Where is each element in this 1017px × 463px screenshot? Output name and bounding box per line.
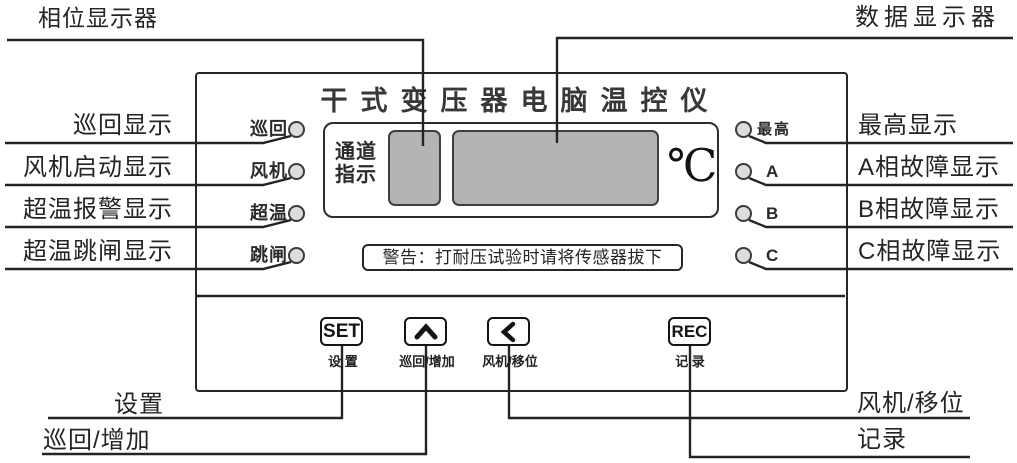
phase-display-lcd	[388, 130, 441, 206]
fan-shift-button[interactable]	[487, 317, 530, 346]
channel-indicator-label: 通道指示	[335, 141, 377, 186]
callout-overtemp-trip-display: 超温跳闸显示	[23, 238, 173, 265]
callout-max-display: 最高显示	[858, 112, 958, 139]
chevron-left-icon	[500, 321, 515, 342]
callout-set: 设置	[114, 391, 164, 418]
led-label-phase-b: B	[766, 204, 781, 223]
led-label-phase-c: C	[766, 246, 781, 265]
phase-c-led	[735, 247, 752, 264]
callout-cycle-increase: 巡回/增加	[43, 427, 151, 454]
led-label-phase-a: A	[766, 162, 781, 181]
cycle-increase-button[interactable]	[404, 317, 447, 346]
trip-led	[288, 247, 305, 264]
led-label-cycle: 巡回	[250, 119, 288, 139]
led-label-fan: 风机	[250, 161, 288, 181]
cycle-increase-button-caption: 巡回/增加	[399, 354, 455, 369]
device-title: 干式变压器电脑温控仪	[320, 86, 721, 116]
callout-fan-start-display: 风机启动显示	[23, 154, 173, 181]
callout-phase-c-fault-display: C相故障显示	[858, 238, 1002, 265]
callout-phase-a-fault-display: A相故障显示	[858, 154, 1001, 181]
fan-led	[288, 163, 305, 180]
data-display-lcd	[452, 130, 659, 206]
phase-a-led	[735, 163, 752, 180]
record-button[interactable]: REC	[668, 317, 711, 346]
cycle-led	[288, 121, 305, 138]
max-led	[735, 121, 752, 138]
phase-b-led	[735, 205, 752, 222]
led-label-trip: 跳闸	[250, 245, 288, 265]
callout-cycle-display: 巡回显示	[73, 112, 173, 139]
warning-box: 警告：打耐压试验时请将传感器拔下	[362, 244, 683, 271]
callout-fan-shift: 风机/移位	[857, 390, 965, 417]
celsius-unit: ℃	[667, 139, 718, 192]
callout-phase-b-fault-display: B相故障显示	[858, 196, 1001, 223]
chevron-up-icon	[414, 322, 437, 339]
led-label-overtemp: 超温	[250, 203, 288, 223]
callout-data-display: 数据显示器	[855, 4, 1000, 31]
fan-shift-button-caption: 风机/移位	[482, 354, 538, 369]
callout-overtemp-alarm-display: 超温报警显示	[23, 196, 173, 223]
set-button-caption: 设 置	[328, 354, 358, 369]
overtemp-led	[288, 205, 305, 222]
record-button-caption: 记 录	[675, 354, 705, 369]
led-label-max: 最高	[757, 121, 792, 138]
callout-phase-display: 相位显示器	[38, 5, 158, 31]
set-button[interactable]: SET	[320, 317, 363, 346]
callout-record: 记录	[857, 426, 907, 453]
warning-text: 警告：打耐压试验时请将传感器拔下	[382, 248, 663, 267]
